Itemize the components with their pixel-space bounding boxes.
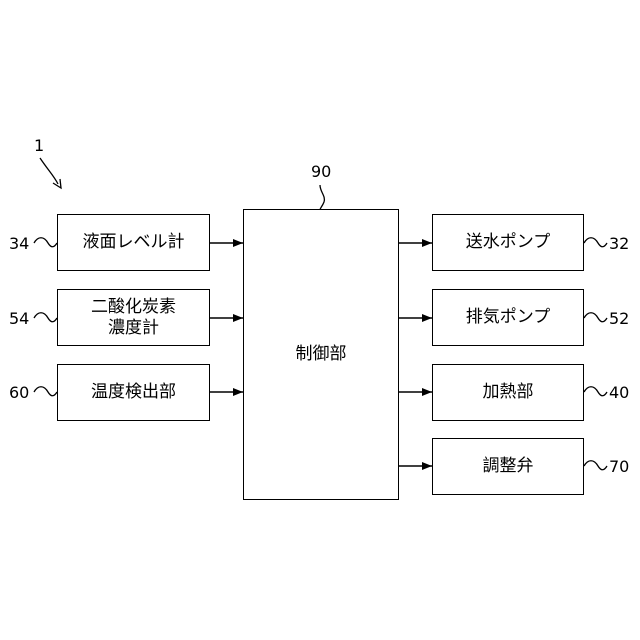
output-ref-number: 70 <box>609 459 629 475</box>
input-box-temperature-detector: 温度検出部 <box>57 364 210 421</box>
input-label: 二酸化炭素 濃度計 <box>91 297 176 338</box>
input-label: 液面レベル計 <box>83 232 185 252</box>
figure-ref-leader <box>40 158 58 184</box>
input-ref-number: 54 <box>9 311 29 327</box>
ref-leader-52 <box>584 313 607 322</box>
output-box-water-pump: 送水ポンプ <box>432 214 584 271</box>
ref-leader-34 <box>34 238 57 247</box>
output-label: 調整弁 <box>483 456 534 476</box>
output-box-exhaust-pump: 排気ポンプ <box>432 289 584 346</box>
input-box-liquid-level-meter: 液面レベル計 <box>57 214 210 271</box>
figure-ref-arrowhead <box>53 179 61 188</box>
input-ref-number: 60 <box>9 385 29 401</box>
output-box-heater: 加熱部 <box>432 364 584 421</box>
ref-leader-32 <box>584 238 607 247</box>
ref-leader-60 <box>34 387 57 396</box>
output-box-regulating-valve: 調整弁 <box>432 438 584 495</box>
controller-ref-leader <box>320 185 324 210</box>
output-ref-number: 52 <box>609 311 629 327</box>
ref-leader-40 <box>584 387 607 396</box>
ref-leader-70 <box>584 461 607 470</box>
input-box-co2-meter: 二酸化炭素 濃度計 <box>57 289 210 346</box>
output-label: 加熱部 <box>483 382 534 402</box>
input-ref-number: 34 <box>9 236 29 252</box>
figure-ref-number: 1 <box>34 138 44 154</box>
controller-ref-number: 90 <box>311 164 331 180</box>
output-ref-number: 32 <box>609 236 629 252</box>
input-label: 温度検出部 <box>91 382 176 402</box>
output-label: 排気ポンプ <box>466 307 551 327</box>
ref-leader-54 <box>34 313 57 322</box>
controller-box: 制御部 <box>243 209 399 500</box>
controller-label: 制御部 <box>296 344 347 364</box>
output-label: 送水ポンプ <box>466 232 551 252</box>
output-ref-number: 40 <box>609 385 629 401</box>
